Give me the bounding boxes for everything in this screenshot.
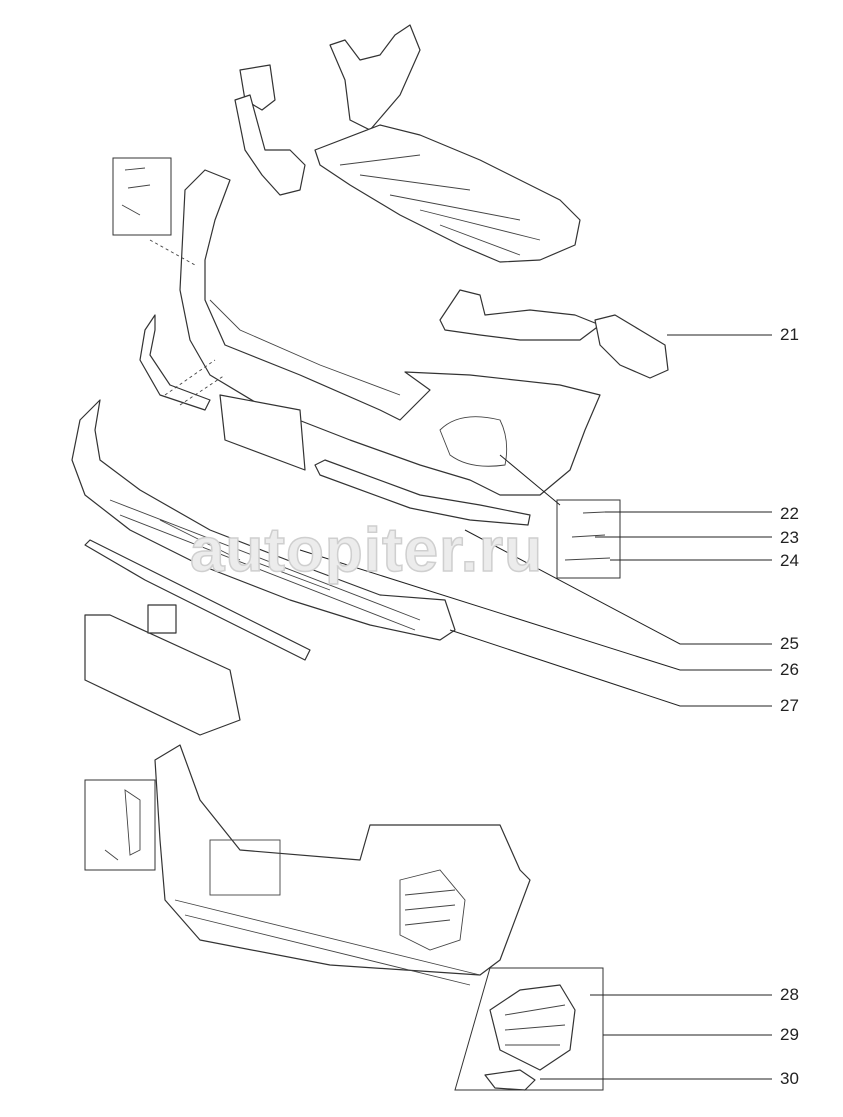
lower-strip <box>84 539 311 661</box>
watermark: autopiter.ru <box>189 515 544 586</box>
callout-24: 24 <box>780 551 799 570</box>
assembled-bumper <box>154 744 531 986</box>
part-28-grille <box>484 984 576 1091</box>
callout-25: 25 <box>780 634 799 653</box>
part-21-bracket <box>439 289 669 379</box>
detail-box-28-30 <box>454 967 604 1091</box>
detail-box-clips <box>112 157 172 236</box>
leader-lines <box>299 334 772 1080</box>
detail-box-side-bracket <box>84 779 156 871</box>
license-plate-bracket <box>84 604 241 736</box>
callout-29: 29 <box>780 1025 799 1044</box>
upper-shield-bracket <box>314 24 581 263</box>
callout-27: 27 <box>780 696 799 715</box>
lower-bumper <box>71 399 456 641</box>
chrome-strip <box>314 459 531 526</box>
left-trim-strip <box>139 314 306 471</box>
callout-26: 26 <box>780 660 799 679</box>
callout-22: 22 <box>780 504 799 523</box>
left-side-bracket <box>234 64 306 196</box>
callout-28: 28 <box>780 985 799 1004</box>
callout-30: 30 <box>780 1069 799 1088</box>
detail-box-22-24 <box>556 499 621 579</box>
callout-23: 23 <box>780 528 799 547</box>
callout-21: 21 <box>780 325 799 344</box>
